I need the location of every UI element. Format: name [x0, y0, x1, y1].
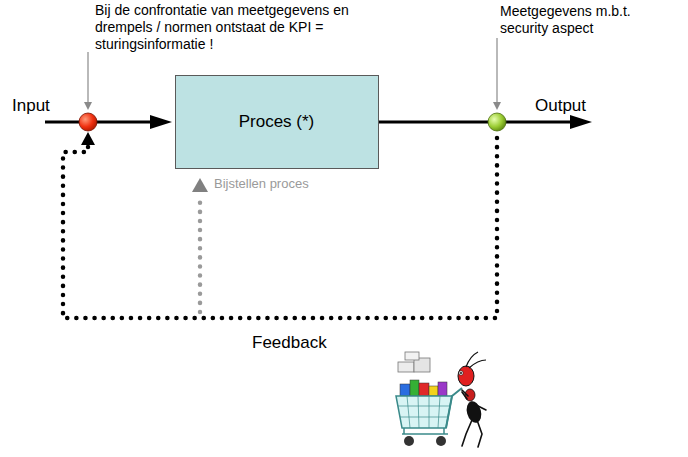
leader-line	[496, 38, 497, 103]
leader-arrowhead	[493, 102, 501, 110]
leader-arrowhead	[84, 102, 92, 110]
box-title: Proces (*)	[239, 112, 315, 132]
callout-note: Meetgegevens m.b.t. security aspect	[500, 3, 650, 37]
output-arrowhead	[570, 115, 592, 129]
callout-note: Bij de confrontatie van meetgegevens en …	[95, 2, 363, 52]
input-arrowhead	[150, 115, 172, 129]
process-box: Proces (*)	[175, 75, 379, 169]
ant-cart-illustration	[396, 352, 486, 447]
adjust-arrowhead	[192, 178, 208, 192]
input-label: Input	[12, 96, 50, 116]
input-line	[45, 121, 152, 124]
output-line	[378, 121, 572, 124]
feedback-arrowhead	[81, 132, 95, 145]
feedback-label: Feedback	[252, 333, 327, 353]
measure-point	[488, 113, 506, 131]
leader-line	[87, 52, 88, 103]
output-label: Output	[535, 96, 586, 116]
kpi-point	[79, 113, 97, 131]
adjust-line	[198, 196, 203, 312]
adjust-label: Bijstellen proces	[214, 176, 309, 192]
